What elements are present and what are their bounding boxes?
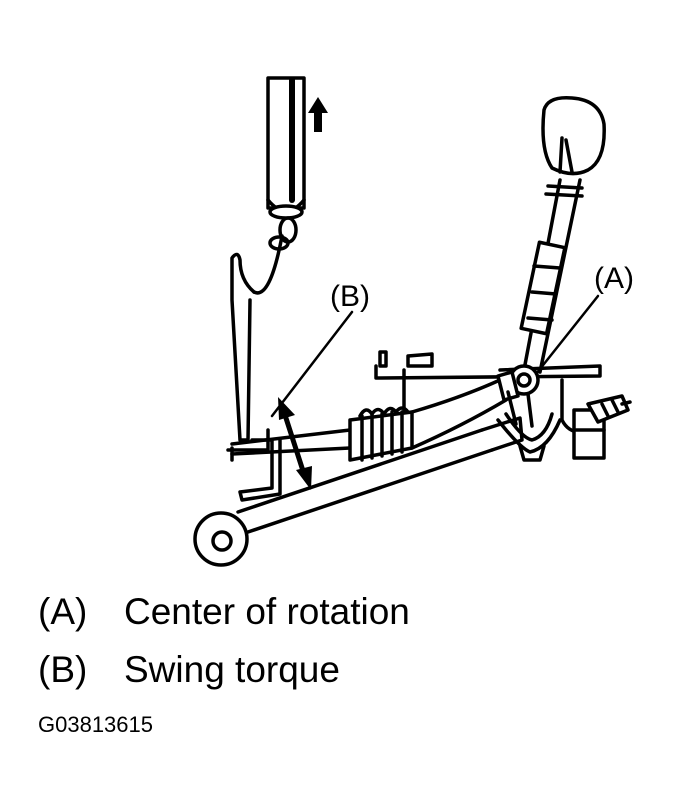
legend-key-a: (A) — [38, 591, 88, 632]
figure-code: G03813615 — [38, 712, 153, 737]
shift-lever-diagram: (B) (A) — [193, 76, 634, 567]
cradle — [496, 412, 562, 462]
pivot-center — [496, 364, 540, 428]
leader-line-b — [270, 310, 354, 418]
bracket-plate — [374, 350, 602, 412]
upper-rod-with-boot — [230, 378, 508, 462]
legend-row-a: (A) Center of rotation — [38, 592, 410, 632]
legend-key-b: (B) — [38, 649, 88, 690]
callout-label-b: (B) — [330, 280, 370, 313]
hook-chain — [226, 216, 298, 502]
spring-scale — [266, 76, 306, 220]
shift-lever — [519, 96, 606, 374]
legend-text-b: Swing torque — [124, 649, 340, 690]
callout-label-a: (A) — [594, 262, 634, 295]
arrow-up-icon — [308, 97, 328, 132]
legend-text-a: Center of rotation — [124, 591, 410, 632]
double-arrow-icon — [278, 397, 312, 490]
leader-line-a — [534, 294, 600, 376]
linkage-rod — [193, 416, 524, 567]
legend-row-b: (B) Swing torque — [38, 650, 340, 690]
housing — [560, 378, 632, 460]
